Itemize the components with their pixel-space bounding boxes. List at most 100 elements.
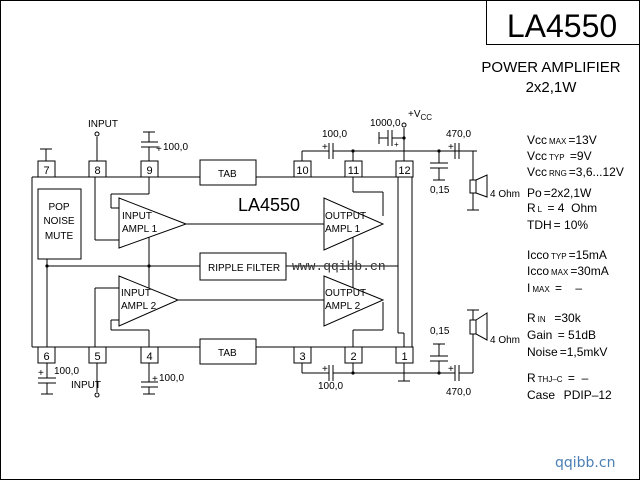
- spec-value: = –: [552, 281, 583, 295]
- tab-bottom: [199, 338, 257, 365]
- output-ampl-2-label-a: OUTPUT: [325, 288, 366, 299]
- pin-11-label: 11: [348, 165, 359, 177]
- spec-name: R: [527, 371, 536, 385]
- cap-out-bottom-value: 470,0: [446, 387, 471, 398]
- spec-row: Po=2x2,1W: [527, 186, 592, 200]
- pin-8-label: 8: [94, 165, 100, 177]
- spec-value: =1,5mkV: [560, 345, 608, 359]
- speaker-top-label: 4 Ohm: [490, 189, 520, 200]
- vcc-label-main: +V: [408, 109, 421, 120]
- spec-row: TDH= 10%: [527, 218, 588, 232]
- title-part-number: LA4550: [507, 8, 617, 44]
- spec-name: TDH: [527, 218, 552, 232]
- spec-value: =15mA: [569, 248, 607, 262]
- external-bottom-left: [38, 363, 158, 398]
- title-description: POWER AMPLIFIER: [481, 59, 620, 76]
- cap-filter-bottom-value: 0,15: [430, 326, 450, 337]
- spec-name: Po: [527, 186, 542, 200]
- output-ampl-1-label-a: OUTPUT: [325, 211, 366, 222]
- output-ampl-1-label-b: AMPL 1: [325, 224, 361, 235]
- pop-noise-mute-block: [37, 188, 82, 260]
- input-ampl-2-label-a: INPUT: [121, 288, 151, 299]
- spec-row: Case PDIP–12: [527, 388, 612, 402]
- spec-row: Noise=1,5mkV: [527, 345, 607, 359]
- external-top-right: [301, 122, 477, 181]
- input-bottom-label: INPUT: [71, 380, 101, 391]
- input-top-terminal: [94, 131, 100, 137]
- cap-pin3-2-value: 100,0: [318, 381, 343, 392]
- spec-name: Vcc: [527, 133, 547, 147]
- cap-pin4-plus: +: [152, 374, 158, 385]
- cap-pin9-value: 100,0: [163, 142, 188, 153]
- pin-9-label: 9: [146, 165, 152, 177]
- spec-subscript: MAX: [551, 268, 569, 277]
- pin-1-label: 1: [401, 351, 407, 363]
- cap-vcc-value: 1000,0: [370, 118, 401, 129]
- spec-name: Gain: [527, 328, 552, 342]
- spec-value: =2x2,1W: [544, 186, 592, 200]
- spec-value: = 4 Ohm: [544, 201, 597, 215]
- spec-value: = 51dB: [554, 328, 596, 342]
- input-ampl-2-label-b: AMPL 2: [121, 301, 157, 312]
- pin-5-label: 5: [94, 351, 100, 363]
- input-ampl-1: [118, 197, 188, 249]
- tab-top-label: TAB: [218, 169, 237, 180]
- speaker-bottom-label: 4 Ohm: [490, 335, 520, 346]
- input-ampl-1-label-a: INPUT: [122, 211, 152, 222]
- pin-10-label: 10: [296, 165, 308, 177]
- spec-name: Case: [527, 388, 555, 402]
- speaker-top-icon: [467, 174, 488, 211]
- spec-subscript: MAX: [549, 137, 567, 146]
- spec-subscript: MAX: [532, 285, 550, 294]
- cap-vcc-plus: +: [394, 140, 399, 149]
- pin-4-label: 4: [146, 351, 152, 363]
- spec-value: =30k: [548, 311, 582, 325]
- output-ampl-2-label-b: AMPL 2: [325, 301, 361, 312]
- output-ampl-1: [323, 197, 385, 251]
- cap-pin10-11-value: 100,0: [322, 129, 347, 140]
- watermark-center: www.qqibb.cn: [292, 259, 386, 274]
- external-bottom-right: [301, 334, 474, 382]
- cap-filter-top-value: 0,15: [430, 185, 450, 196]
- spec-value: = –: [565, 371, 589, 385]
- speaker-bottom-icon: [467, 309, 488, 341]
- spec-name: Icco: [527, 264, 549, 278]
- spec-value: =3,6...12V: [569, 165, 624, 179]
- cap-out-bottom-plus: +: [448, 364, 454, 375]
- spec-name: R: [527, 201, 536, 215]
- ic-body: [31, 176, 413, 348]
- spec-subscript: TYP: [549, 153, 565, 162]
- cap-pin10-11-plus: +: [322, 142, 328, 153]
- ic-label: LA4550: [238, 195, 300, 215]
- input-ampl-2: [118, 275, 180, 327]
- ripple-filter-block: [199, 252, 287, 281]
- cap-out-top-value: 470,0: [446, 129, 471, 140]
- watermark-corner: qqibb.cn: [555, 455, 615, 471]
- spec-value: =30mA: [570, 264, 608, 278]
- input-top-label: INPUT: [88, 119, 118, 130]
- spec-row: Gain = 51dB: [527, 328, 596, 342]
- title-power: 2x2,1W: [526, 79, 578, 96]
- spec-name: Vcc: [527, 149, 547, 163]
- vcc-label-sub: CC: [421, 113, 433, 122]
- tab-top: [199, 159, 257, 186]
- spec-subscript: L: [538, 205, 543, 214]
- ripple-filter-label: RIPPLE FILTER: [208, 263, 280, 274]
- spec-value: = 10%: [554, 218, 589, 232]
- spec-value: =9V: [567, 149, 592, 163]
- pin-7-label: 7: [43, 165, 49, 177]
- mute-label: MUTE: [45, 231, 74, 242]
- spec-name: I: [527, 281, 530, 295]
- output-ampl-2: [323, 275, 385, 327]
- external-top-left: [40, 131, 158, 161]
- spec-subscript: IN: [538, 315, 546, 324]
- noise-label: NOISE: [43, 216, 74, 227]
